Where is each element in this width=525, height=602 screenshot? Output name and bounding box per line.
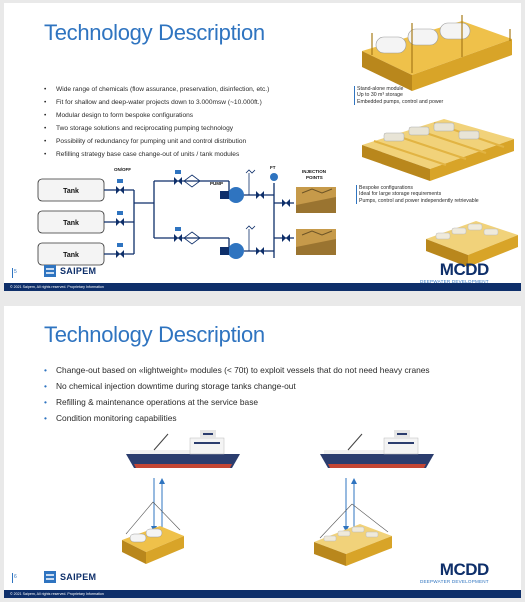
relief-valve-icon — [245, 169, 256, 251]
pump-label: PUMP — [210, 181, 223, 186]
onoff-label: ON/OFF — [114, 167, 131, 172]
bullet-list: Wide range of chemicals (flow assurance,… — [44, 83, 344, 161]
bullet-item: No chemical injection downtime during st… — [44, 378, 504, 394]
slide-number: 5 — [14, 269, 17, 275]
tank-label: Tank — [63, 252, 79, 259]
injection-label: INJECTION — [302, 169, 326, 174]
injection-label: POINTS — [306, 175, 323, 180]
bullet-item: Refilling & maintenance operations at th… — [44, 394, 504, 410]
bullet-item: Two storage solutions and reciprocating … — [44, 122, 344, 135]
tank-module-image — [362, 15, 512, 91]
vessel-image-left — [126, 430, 240, 468]
bullet-item: Change-out based on «lightweight» module… — [44, 362, 504, 378]
copyright-text: © 2021 Saipem, All rights reserved. Prop… — [10, 285, 104, 289]
mcdd-logo: MCDD DEEPWATER DEVELOPMENT — [420, 260, 489, 285]
slide-title: Technology Description — [44, 322, 265, 347]
subsea-structure-image — [296, 187, 336, 255]
bullet-item: Refilling strategy base case change-out … — [44, 148, 344, 161]
bullet-item: Condition monitoring capabilities — [44, 410, 504, 426]
transfer-arrows-right — [343, 478, 357, 532]
tank-2: Tank — [37, 210, 105, 234]
bespoke-module-image — [362, 119, 514, 181]
saipem-logo: SAIPEM — [44, 265, 96, 277]
slide-number-separator — [12, 268, 13, 278]
footer-bar: © 2021 Saipem, All rights reserved. Prop… — [4, 590, 521, 598]
slide-title: Technology Description — [44, 20, 265, 45]
large-module-image — [426, 221, 518, 267]
vessel-image-right — [320, 430, 434, 468]
tank-3: Tank — [37, 242, 105, 266]
tank-1: Tank — [37, 178, 105, 202]
tank-module-image — [122, 501, 184, 564]
module-caption-top: Stand-alone module Up to 30 m³ storage E… — [354, 86, 443, 106]
saipem-logo-icon — [44, 571, 56, 583]
module-caption-mid: Bespoke configurations Ideal for large s… — [356, 185, 479, 205]
saipem-logo: SAIPEM — [44, 571, 96, 583]
bullet-item: Modular design to form bespoke configura… — [44, 109, 344, 122]
tank-label: Tank — [63, 220, 79, 227]
filter-icon — [183, 174, 201, 245]
footer-bar: © 2021 Saipem, All rights reserved. Prop… — [4, 283, 521, 291]
slide-5: Technology Description Wide range of che… — [4, 3, 521, 291]
mcdd-logo: MCDD DEEPWATER DEVELOPMENT — [420, 560, 489, 585]
ft-label: FT — [270, 165, 276, 170]
bespoke-module-image — [314, 503, 392, 566]
slide-number: 6 — [14, 574, 17, 580]
process-diagram: Tank Tank Tank ON/OFF — [37, 165, 336, 266]
bullet-item: Fit for shallow and deep-water projects … — [44, 96, 344, 109]
slide-number-separator — [12, 573, 13, 583]
bullet-item: Possibility of redundancy for pumping un… — [44, 135, 344, 148]
copyright-text: © 2021 Saipem, All rights reserved. Prop… — [10, 592, 104, 596]
transfer-arrows-left — [151, 478, 165, 532]
flow-transmitter-icon — [270, 173, 278, 181]
tank-label: Tank — [63, 188, 79, 195]
bullet-list: Change-out based on «lightweight» module… — [44, 362, 504, 426]
pump-icon — [220, 187, 244, 259]
saipem-logo-icon — [44, 265, 56, 277]
valve-group — [116, 177, 290, 258]
slide-6: Technology Description Change-out based … — [4, 306, 521, 598]
bullet-item: Wide range of chemicals (flow assurance,… — [44, 83, 344, 96]
